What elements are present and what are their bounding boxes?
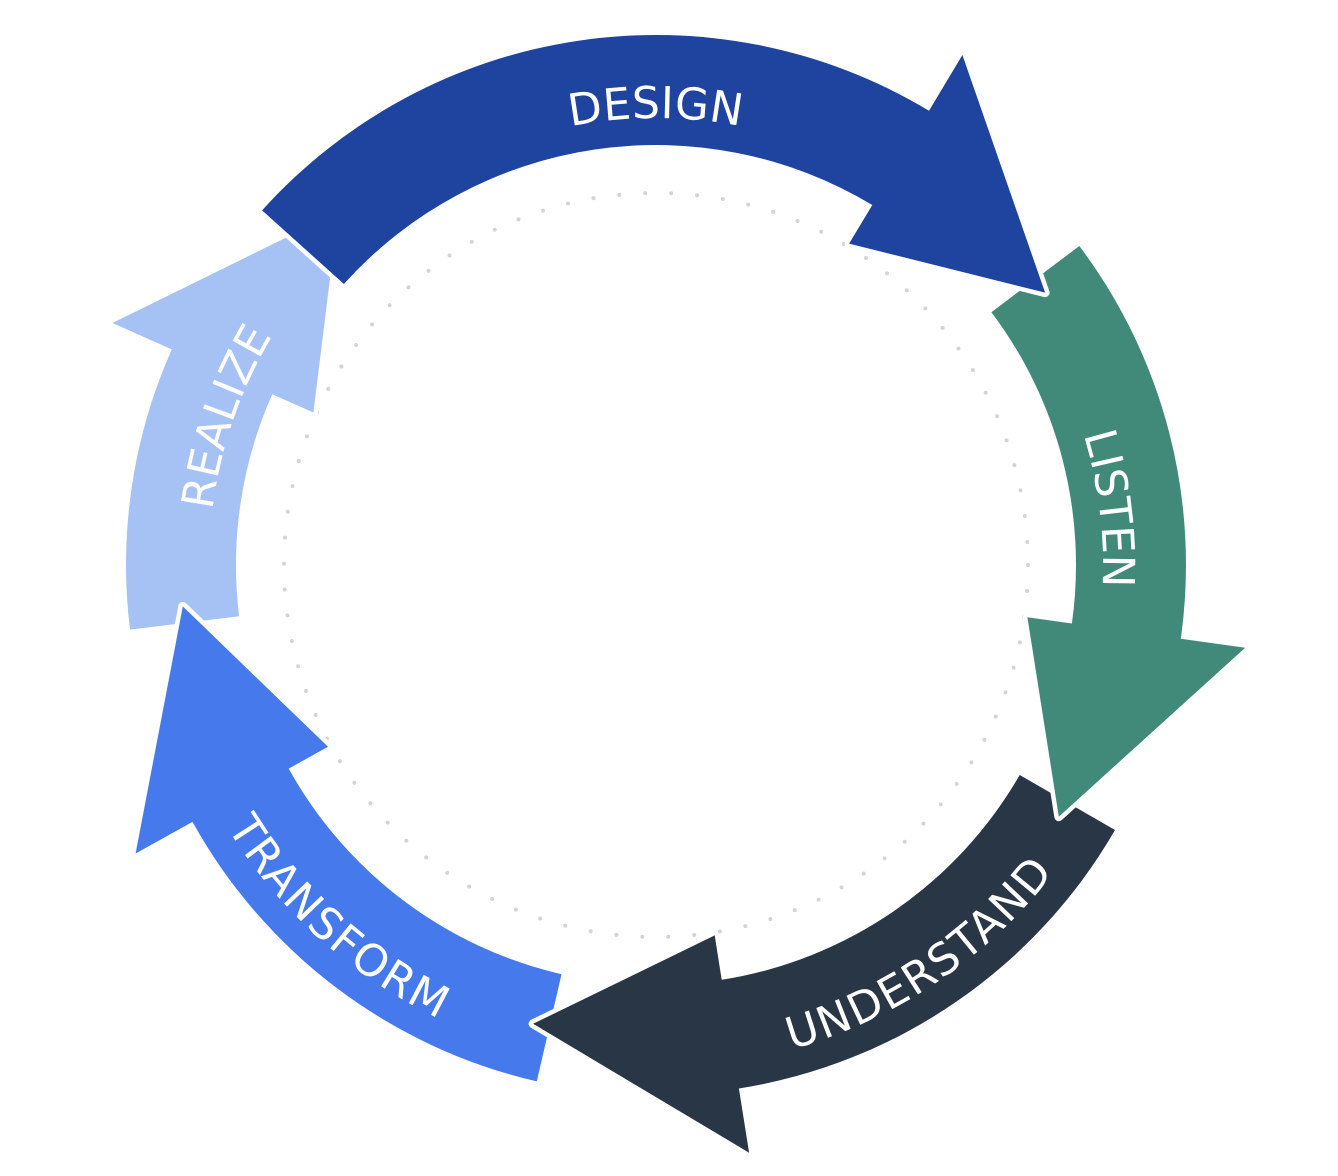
arrow-design <box>257 30 1050 298</box>
inner-dotted-ring <box>282 191 1030 939</box>
arrow-segments <box>107 30 1250 1158</box>
arrow-understand <box>528 770 1120 1158</box>
label-design: DESIGN <box>564 78 747 137</box>
arrow-listen <box>986 241 1250 822</box>
arrow-transform <box>131 601 566 1086</box>
